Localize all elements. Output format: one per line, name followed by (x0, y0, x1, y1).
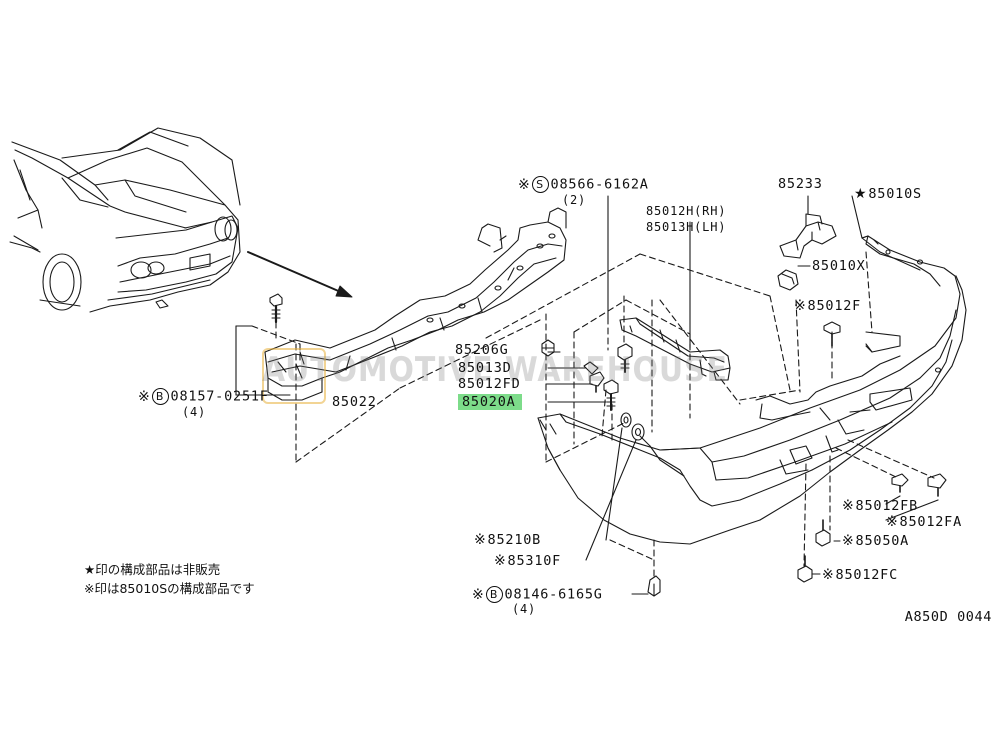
label-bracket-85013H[interactable]: 85013H(LH) (646, 220, 727, 234)
label-qty-08157: (4) (182, 405, 207, 419)
part-number: 85012FC (835, 567, 899, 583)
screw-08566 (617, 343, 633, 373)
bolt-85020A (603, 379, 619, 411)
bolt-08157 (269, 293, 283, 324)
asterisk-mark: ※ (518, 176, 531, 193)
label-clip-85012FB[interactable]: ※85012FB (842, 498, 918, 514)
asterisk-mark: ※ (794, 298, 807, 314)
star-mark: ★ (854, 186, 868, 202)
s-circle-icon: S (531, 176, 549, 193)
note-asterisk: ※印は85010Sの構成部品です (84, 581, 255, 596)
clip-85013D (583, 361, 599, 375)
asterisk-mark: ※ (886, 514, 899, 530)
asterisk-mark: ※ (842, 533, 855, 549)
dashed-guides-left (251, 253, 791, 463)
label-clip-85012FD[interactable]: 85012FD (458, 376, 521, 392)
label-screw-85050A[interactable]: ※85050A (842, 533, 909, 549)
clip-85012FD (589, 371, 605, 393)
part-number: 85210B (487, 532, 542, 548)
label-fascia-85010S[interactable]: ★85010S (854, 186, 922, 202)
clip-85012F (823, 321, 841, 347)
part-number: 85010S (868, 186, 922, 202)
label-nut-85010X[interactable]: 85010X (812, 258, 866, 274)
label-clip-85012FC[interactable]: ※85012FC (822, 567, 898, 583)
side-bracket (619, 317, 731, 381)
car-illustration (9, 127, 241, 313)
label-bracket-85012H[interactable]: 85012H(RH) (646, 204, 727, 218)
diagram-code: A850D 0044 (904, 609, 992, 625)
label-retainer-85310F[interactable]: ※85310F (494, 553, 561, 569)
nut-85010X (777, 269, 799, 291)
part-number: 08566-6162A (550, 176, 649, 193)
label-bolt-85020A[interactable]: 85020A (458, 394, 522, 410)
retainer-85310F (631, 423, 645, 441)
asterisk-mark: ※ (842, 498, 855, 514)
part-number: 85012F (807, 298, 862, 314)
label-retainer-85210B[interactable]: ※85210B (474, 532, 541, 548)
b-circle-icon: B (485, 586, 503, 603)
label-clip-85013D[interactable]: 85013D (458, 360, 512, 376)
direction-arrow (247, 251, 353, 298)
dashed-guides-right (573, 251, 935, 581)
part-number: 85012FA (899, 514, 963, 530)
b-circle-icon: B (151, 388, 169, 405)
label-qty-08566: (2) (562, 193, 587, 207)
clip-85012FB (891, 473, 909, 493)
clip-85012FC (797, 555, 813, 583)
label-grommet-85206G[interactable]: 85206G (455, 342, 509, 358)
label-clip-85012FA[interactable]: ※85012FA (886, 514, 962, 530)
bolt-08146 (647, 575, 661, 597)
label-qty-08146: (4) (512, 602, 537, 616)
clip-85012FA (927, 473, 947, 497)
asterisk-mark: ※ (494, 553, 507, 569)
label-bracket-85233[interactable]: 85233 (778, 176, 823, 192)
part-number: 85310F (507, 553, 562, 569)
part-number: 08146-6165G (504, 586, 603, 603)
part-number: 85050A (855, 533, 910, 549)
watermark: AUTOMOTIVE WAREHOUSE (262, 350, 728, 390)
bumper-fascia (537, 235, 967, 545)
label-reinforcement-85022[interactable]: 85022 (332, 394, 377, 410)
bumper-reinforcement (264, 207, 567, 401)
part-number: 85012FB (855, 498, 919, 514)
asterisk-mark: ※ (472, 586, 485, 603)
screw-85050A (815, 519, 831, 547)
retainer-85210B (620, 412, 632, 428)
label-clip-85012F[interactable]: ※85012F (794, 298, 861, 314)
part-number: 08157-0251F (170, 388, 269, 405)
asterisk-mark: ※ (822, 567, 835, 583)
asterisk-mark: ※ (474, 532, 487, 548)
highlighted-part-number: 85020A (458, 394, 522, 410)
note-star: ★印の構成部品は非販売 (84, 562, 221, 577)
bracket-85233 (779, 213, 837, 259)
asterisk-mark: ※ (138, 388, 151, 405)
watermark-logo (262, 348, 326, 404)
